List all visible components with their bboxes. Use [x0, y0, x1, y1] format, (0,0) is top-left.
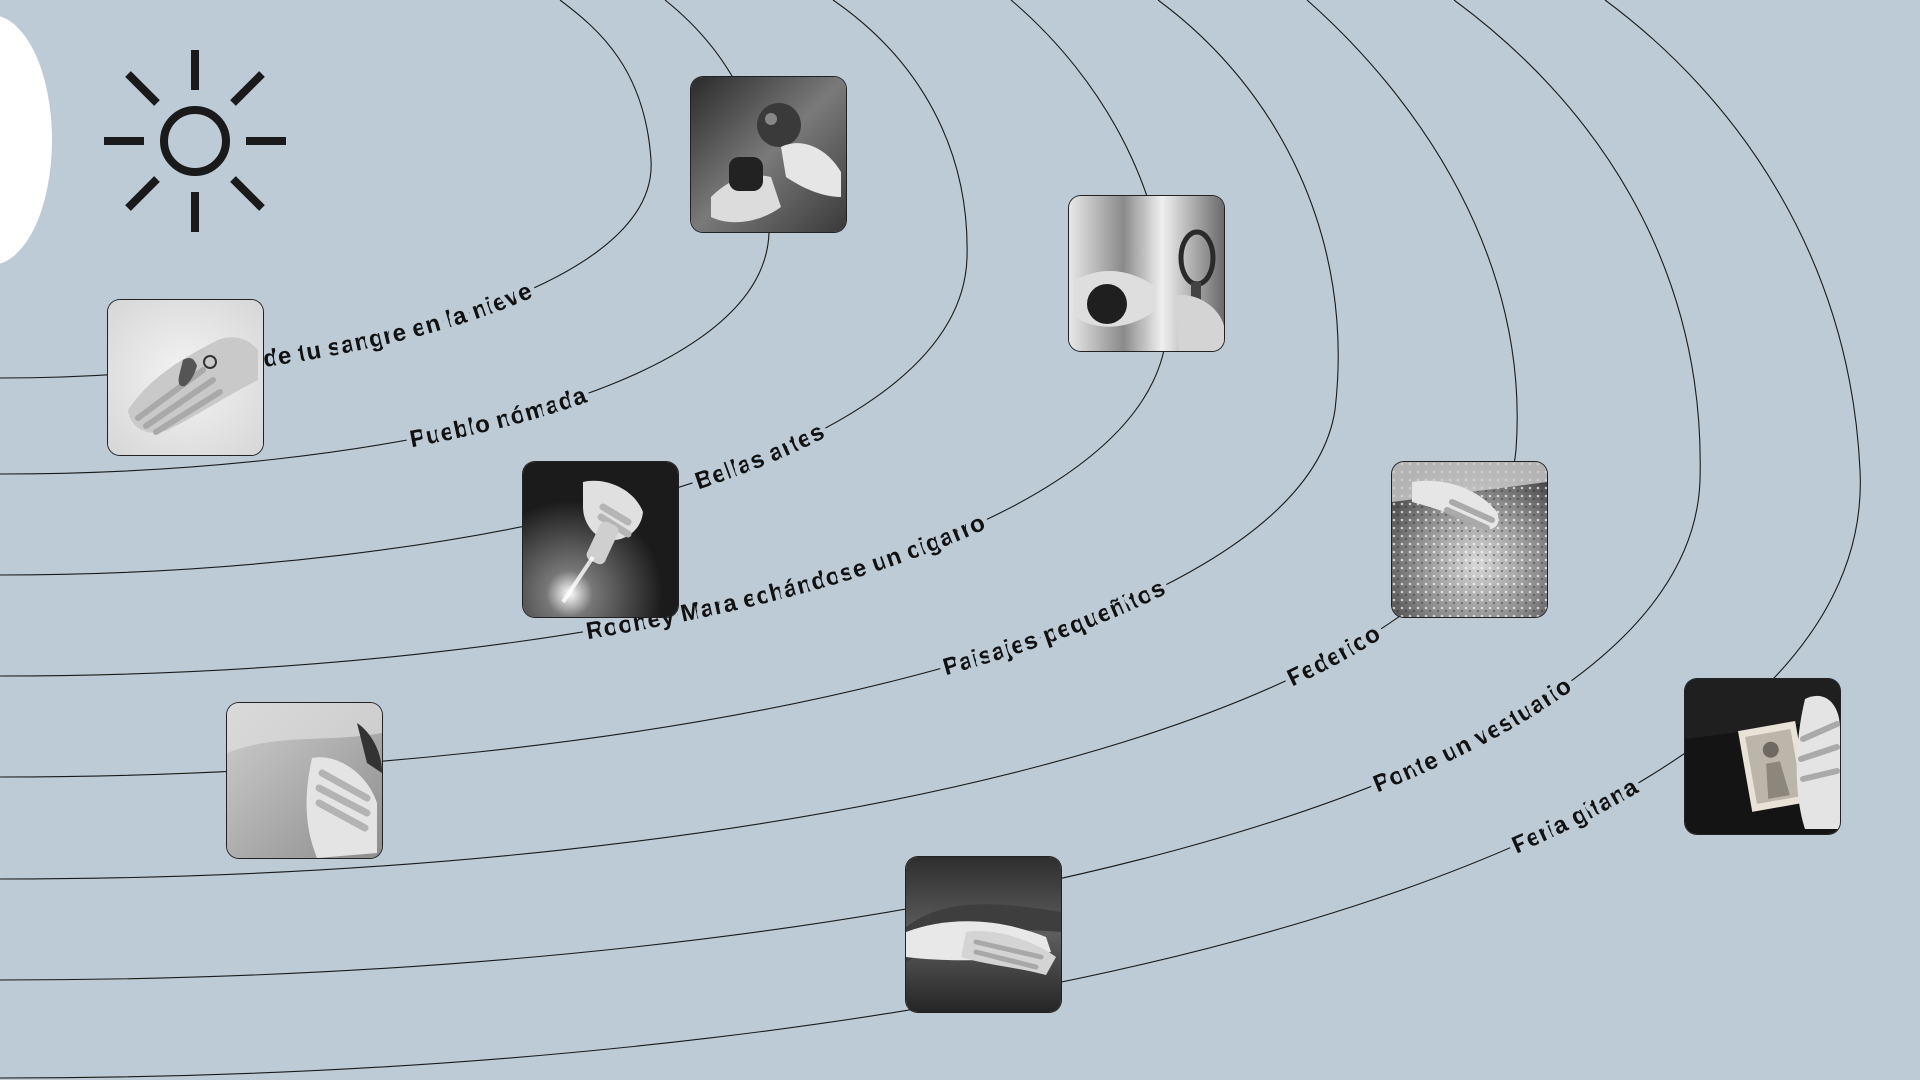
hands-holding-apple-image: [691, 77, 846, 232]
thumbnail-hand-with-ring[interactable]: [108, 300, 263, 455]
thumbnail-hand-holding-small-bottle[interactable]: [523, 462, 678, 617]
hand-on-shoulder-image: [227, 703, 382, 858]
hand-on-sparkling-surface-image: [1392, 462, 1547, 617]
clasped-hands-image: [906, 857, 1061, 1012]
orbit-label[interactable]: Pueblo nómada: [403, 377, 596, 458]
thumbnail-hands-holding-apple[interactable]: [691, 77, 846, 232]
hands-holding-photo-card-image: [1685, 679, 1840, 834]
thumbnail-hands-holding-photo-card[interactable]: [1685, 679, 1840, 834]
orbit-line: [0, 0, 1339, 778]
orbit-label[interactable]: Feria gitana: [1503, 768, 1648, 864]
hand-with-sphere-and-magnifier-image: [1069, 196, 1224, 351]
orbit-label-text: Feria gitana: [1503, 768, 1648, 864]
orbit-label[interactable]: Paisajes pequeñitos: [935, 569, 1174, 686]
orbit-label-text: Federico: [1278, 615, 1390, 697]
hand-holding-small-bottle-image: [523, 462, 678, 617]
sun-icon[interactable]: [100, 46, 290, 236]
orbit-label-text: Pueblo nómada: [403, 377, 596, 458]
orbit-label[interactable]: Ponte un vestuario: [1365, 667, 1582, 803]
orbit-line: [0, 0, 968, 576]
orbit-line: [0, 0, 652, 379]
thumbnail-hand-on-shoulder[interactable]: [227, 703, 382, 858]
orbit-label-text: Ponte un vestuario: [1365, 667, 1582, 803]
hand-with-ring-image: [108, 300, 263, 455]
orbit-line: [0, 0, 1701, 981]
thumbnail-hand-with-sphere-and-magnifier[interactable]: [1069, 196, 1224, 351]
orbit-label[interactable]: Bellas artes: [687, 413, 834, 500]
orbit-line: [0, 0, 1168, 677]
orbit-label[interactable]: Federico: [1278, 615, 1390, 697]
thumbnail-clasped-hands[interactable]: [906, 857, 1061, 1012]
orbit-label-text: Bellas artes: [687, 413, 834, 500]
orbit-label-text: Paisajes pequeñitos: [935, 569, 1174, 686]
thumbnail-hand-on-sparkling-surface[interactable]: [1392, 462, 1547, 617]
